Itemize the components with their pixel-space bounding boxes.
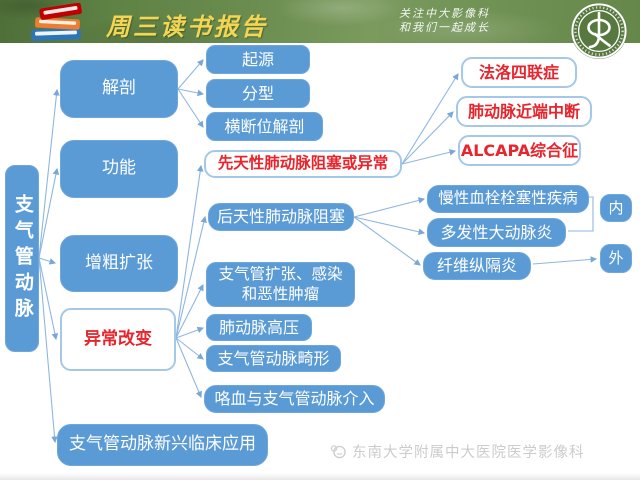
slogan-line-2: 和我们一起成长 <box>399 21 490 34</box>
node-tetralogy-of-fallot: 法洛四联症 <box>461 57 577 88</box>
node-takayasu-arteritis: 多发性大动脉炎 <box>427 218 566 247</box>
node-bronchiectasis-infection-malignancy: 支气管扩张、感染 和恶性肿瘤 <box>206 262 355 307</box>
node-pulmonary-hypertension: 肺动脉高压 <box>206 314 312 341</box>
header-banner: 周三读书报告 关注中大影像科 和我们一起成长 <box>0 0 640 59</box>
node-fibrosing-mediastinitis: 纤维纵隔炎 <box>423 252 531 280</box>
books-stack-icon <box>28 2 86 47</box>
node-ba-malformation: 支气管动脉畸形 <box>206 345 341 372</box>
header-slogan: 关注中大影像科 和我们一起成长 <box>399 7 490 35</box>
watermark: 东南大学附属中大医院医学影像科 <box>330 441 585 462</box>
wechat-account-icon <box>330 445 346 459</box>
node-abnormal-changes: 异常改变 <box>60 308 176 371</box>
slogan-line-1: 关注中大影像科 <box>399 7 490 20</box>
node-root-bronchial-artery: 支气管动脉 <box>5 165 39 352</box>
slide-bottom-edge <box>0 473 640 480</box>
node-axial-anatomy: 横断位解剖 <box>206 112 323 141</box>
node-congenital-pa-obstruction: 先天性肺动脉阻塞或异常 <box>204 150 402 178</box>
node-function: 功能 <box>60 140 178 198</box>
node-classification: 分型 <box>206 79 310 108</box>
zhongda-hospital-badge-icon <box>570 2 628 64</box>
node-anatomy: 解剖 <box>60 60 178 118</box>
node-pa-proximal-interruption: 肺动脉近端中断 <box>456 96 592 127</box>
watermark-text: 东南大学附属中大医院医学影像科 <box>352 445 585 461</box>
node-alcapa-syndrome: ALCAPA综合征 <box>458 135 581 166</box>
report-title: 周三读书报告 <box>106 12 268 41</box>
node-internal: 内 <box>600 194 632 222</box>
node-hemoptysis-intervention: 咯血与支气管动脉介入 <box>204 385 385 413</box>
node-origin: 起源 <box>206 45 310 74</box>
node-external: 外 <box>600 244 632 273</box>
node-dilation: 增粗扩张 <box>60 235 178 292</box>
node-emerging-clinical-applications: 支气管动脉新兴临床应用 <box>57 424 268 466</box>
node-chronic-thromboembolic-disease: 慢性血栓栓塞性疾病 <box>427 185 589 213</box>
node-acquired-pa-obstruction: 后天性肺动脉阻塞 <box>208 203 354 231</box>
